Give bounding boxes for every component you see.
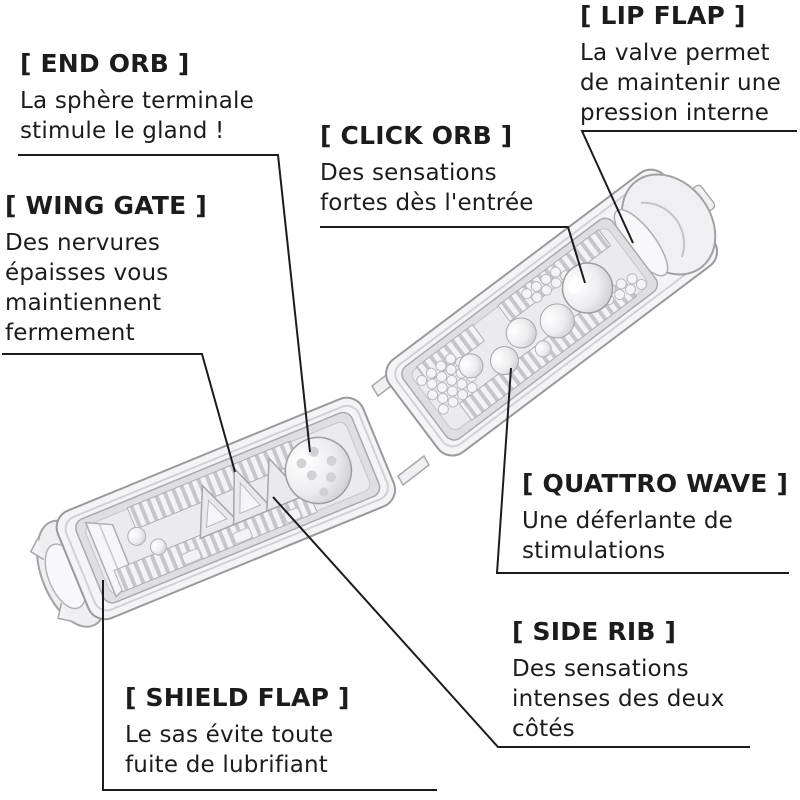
callout-text-line: La sphère terminale xyxy=(20,88,254,114)
callout-click-orb: [ CLICK ORB ] Des sensations fortes dès … xyxy=(320,120,534,218)
callout-text-line: pression interne xyxy=(580,100,770,126)
callout-line-end-orb xyxy=(18,154,311,453)
callout-line-shield-flap xyxy=(102,580,437,791)
callout-title: [ QUATTRO WAVE ] xyxy=(522,469,789,498)
callout-title: [ CLICK ORB ] xyxy=(320,121,513,150)
callout-lip-flap: [ LIP FLAP ] La valve permet de mainteni… xyxy=(580,0,781,128)
end-orb-ball xyxy=(284,436,353,505)
callout-text-line: stimulations xyxy=(522,538,666,564)
callout-side-rib: [ SIDE RIB ] Des sensations intenses des… xyxy=(512,616,725,744)
callout-text-line: Le sas évite toute xyxy=(125,722,334,748)
callout-text-line: intenses des deux xyxy=(512,686,725,712)
callout-text-line: Des sensations xyxy=(512,656,689,682)
callout-text-line: Des sensations xyxy=(320,160,497,186)
callout-text-line: de maintenir une xyxy=(580,70,781,96)
click-orb-sphere xyxy=(561,262,614,314)
callout-title: [ WING GATE ] xyxy=(5,191,207,220)
callout-end-orb: [ END ORB ] La sphère terminale stimule … xyxy=(20,48,254,146)
callout-text-line: épaisses vous xyxy=(5,260,169,286)
callout-line-lip-flap xyxy=(580,130,797,244)
right-case-half xyxy=(385,168,719,457)
callout-text-line: fermement xyxy=(5,320,135,346)
callout-quattro-wave: [ QUATTRO WAVE ] Une déferlante de stimu… xyxy=(522,468,788,566)
callout-line-side-rib xyxy=(272,496,750,748)
callout-title: [ LIP FLAP ] xyxy=(580,1,746,30)
callout-text-line: stimule le gland ! xyxy=(20,118,225,144)
callout-line-quattro-wave xyxy=(495,367,789,574)
callout-title: [ SHIELD FLAP ] xyxy=(125,683,350,712)
left-case-half xyxy=(29,396,397,628)
lip-flap-dome xyxy=(613,173,717,277)
callout-text-line: La valve permet xyxy=(580,40,770,66)
callout-text-line: Des nervures xyxy=(5,230,161,256)
callout-text-line: maintiennent xyxy=(5,290,162,316)
callout-lines xyxy=(2,130,797,791)
callout-text-line: côtés xyxy=(512,716,575,742)
callout-text-line: fuite de lubrifiant xyxy=(125,752,328,778)
callout-line-click-orb xyxy=(320,226,586,284)
callout-shield-flap: [ SHIELD FLAP ] Le sas évite toute fuite… xyxy=(125,682,350,780)
callout-title: [ END ORB ] xyxy=(20,49,190,78)
callout-text-line: Une déferlante de xyxy=(522,508,734,534)
callout-text-line: fortes dès l'entrée xyxy=(320,190,534,216)
callout-line-wing-gate xyxy=(2,353,236,473)
callout-title: [ SIDE RIB ] xyxy=(512,617,677,646)
quattro-wave-orbs xyxy=(458,303,575,379)
callout-wing-gate: [ WING GATE ] Des nervures épaisses vous… xyxy=(5,190,207,348)
wing-gate-zigzag xyxy=(199,456,306,540)
